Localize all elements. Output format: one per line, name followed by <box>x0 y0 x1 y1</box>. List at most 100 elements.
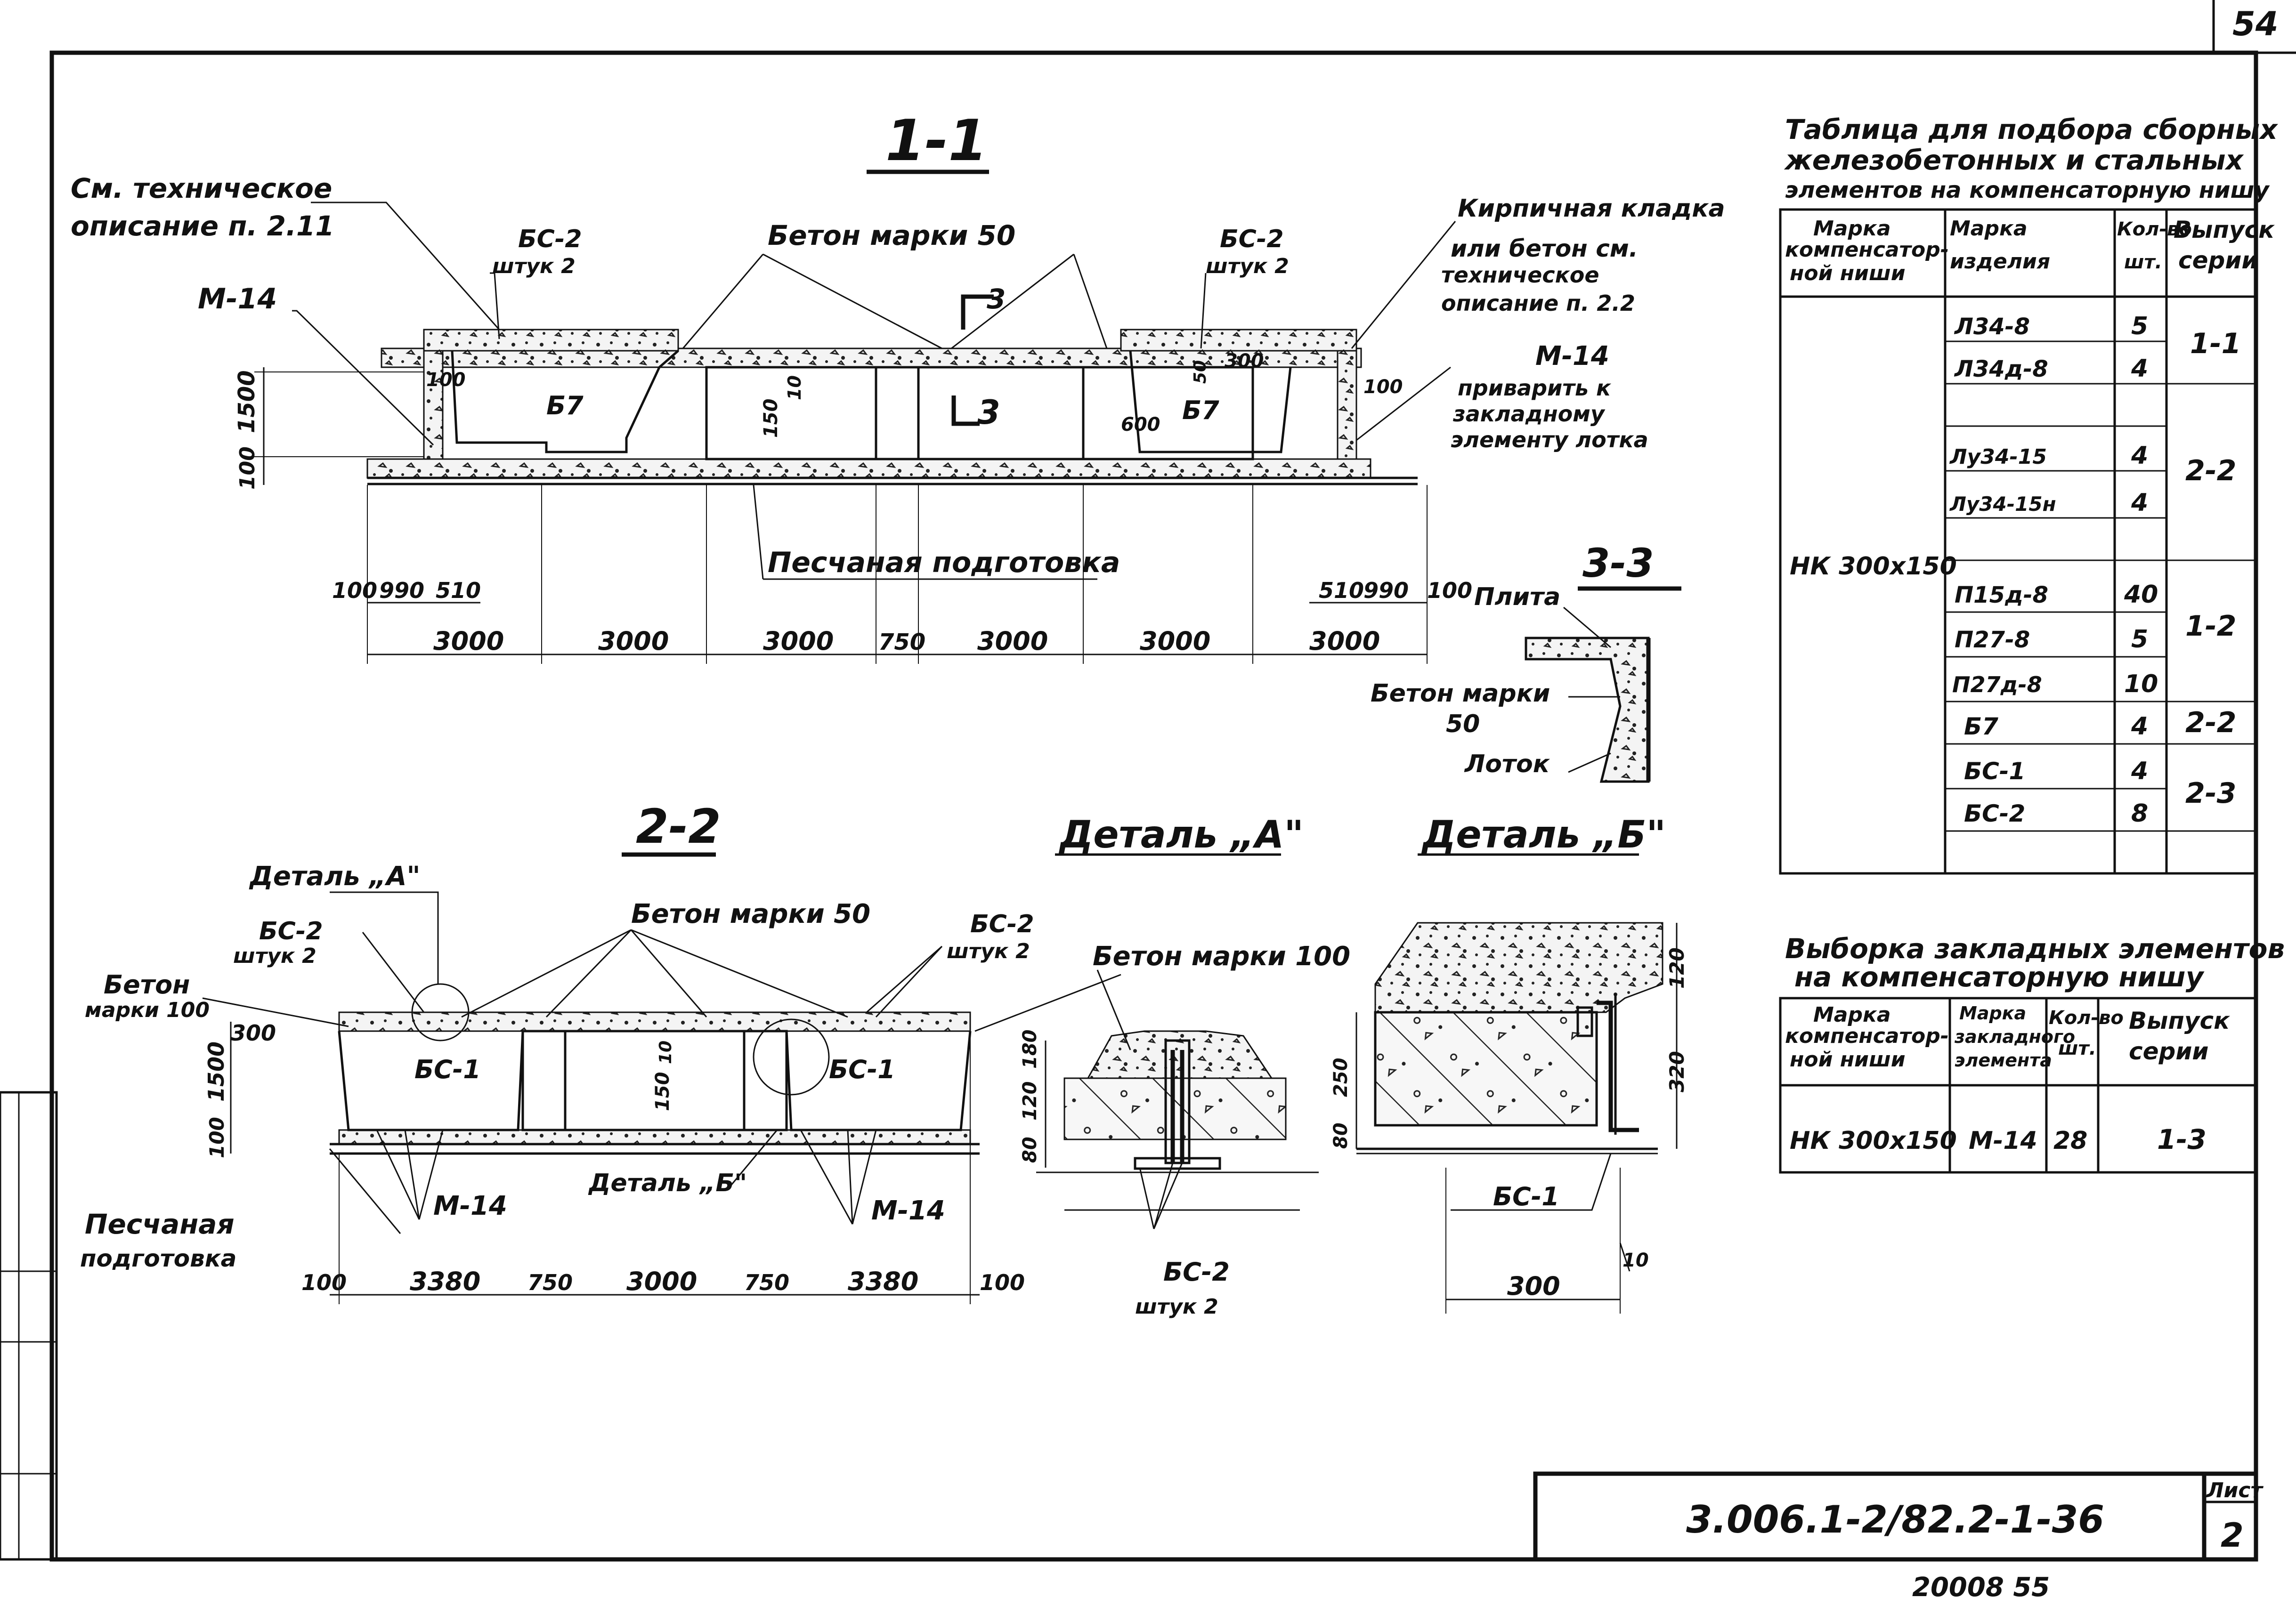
bs1-left-label: БС-1 <box>414 1055 481 1084</box>
cut-mark-top: 3 <box>987 283 1006 315</box>
dim-bottom-1: 100 <box>301 1270 347 1295</box>
tech-note-label: См. техническое <box>71 172 332 204</box>
beton-label: Бетон марки <box>1371 679 1550 708</box>
dim-right-small-3: 100 <box>1427 578 1472 603</box>
dim-bottom-6: 3380 <box>848 1267 918 1296</box>
table1-item-1: Л34д-8 <box>1954 356 2048 382</box>
dim-span-7: 3000 <box>1309 626 1380 656</box>
bs2-qty: штук 2 <box>233 944 316 968</box>
dim-span-2: 3000 <box>598 626 669 656</box>
dim-span-1: 3000 <box>433 626 504 656</box>
table1-item-10: БС-1 <box>1964 758 2025 785</box>
dim-span-3: 3000 <box>763 626 834 656</box>
table2-qty-value: 28 <box>2053 1127 2087 1155</box>
table1-series-2: 1-2 <box>2185 610 2236 643</box>
dim-bottom-5: 750 <box>744 1270 789 1295</box>
table-embedded: Выборка закладных элементов на компенсат… <box>1779 933 2285 1174</box>
dim-left-small-3: 510 <box>436 578 481 603</box>
plate-label: Плита <box>1474 583 1560 611</box>
m14-right-label: М-14 <box>1535 341 1609 371</box>
detA-dim-180: 180 <box>1019 1030 1041 1069</box>
table1-qty-0: 5 <box>2131 312 2148 340</box>
bs2-right-label-2: БС-2 <box>970 910 1034 938</box>
dim-span-5: 3000 <box>977 626 1048 656</box>
beton100-detail-label: Бетон марки 100 <box>1093 941 1350 972</box>
bs2-left-label: БС-2 <box>518 225 582 253</box>
dim-50: 50 <box>1191 360 1210 384</box>
detB-dim-80: 80 <box>1330 1122 1352 1149</box>
dim-10-2: 10 <box>656 1041 675 1064</box>
table1-qty-11: 8 <box>2131 799 2148 828</box>
dim-150: 150 <box>760 399 782 438</box>
brick-label: Кирпичная кладка <box>1458 194 1725 223</box>
detB-dim-300: 300 <box>1507 1271 1560 1301</box>
table1-series-4: 2-3 <box>2185 777 2236 810</box>
m14-left-label-2: М-14 <box>433 1191 507 1221</box>
table1-item-11: БС-2 <box>1964 800 2025 827</box>
beton50-label-2: Бетон марки 50 <box>631 899 870 929</box>
tray-label: Лоток <box>1464 750 1550 778</box>
dim-bottom-7: 100 <box>980 1270 1025 1295</box>
section-3-3-title: 3-3 <box>1582 540 1654 586</box>
table1-qty-4: 4 <box>2131 489 2148 517</box>
table1-series-3: 2-2 <box>2185 706 2236 739</box>
bs2-left-qty: штук 2 <box>492 254 576 278</box>
dim-left-small-2: 990 <box>379 578 424 603</box>
b7-right-label: Б7 <box>1182 395 1219 425</box>
table2-title-1: Выборка закладных элементов <box>1785 933 2285 965</box>
bs2-right-qty-2: штук 2 <box>947 939 1030 963</box>
dim-h1500: 1500 <box>234 370 260 433</box>
sand-label-3: подготовка <box>80 1245 236 1272</box>
dim-h100: 100 <box>235 446 260 490</box>
dim-bottom-3: 750 <box>527 1270 573 1295</box>
tech-note-label-2: описание п. 2.11 <box>71 210 334 242</box>
table1-series-1: 2-2 <box>2185 454 2236 487</box>
table1-title-3: элементов на компенсаторную нишу <box>1785 177 2270 203</box>
table2-niche-value: НК 300х150 <box>1790 1127 1957 1155</box>
table1-item-0: Л34-8 <box>1954 314 2030 340</box>
table1-qty-10: 4 <box>2131 757 2148 785</box>
table1-item-7: П27-8 <box>1955 627 2030 653</box>
weld-label-3: элементу лотка <box>1451 427 1648 452</box>
stamp-sheet-number: 2 <box>2221 1516 2244 1555</box>
bs2-right-label: БС-2 <box>1220 225 1284 253</box>
weld-label-1: приварить к <box>1458 375 1612 401</box>
corner-number: 54 <box>2232 5 2278 43</box>
table1-qty-8: 10 <box>2124 670 2158 698</box>
table1-item-9: Б7 <box>1964 713 1998 740</box>
dim-h300-2: 300 <box>231 1020 276 1046</box>
table1-title-2: железобетонных и стальных <box>1784 144 2244 176</box>
dim-150-2: 150 <box>652 1072 673 1112</box>
sand-label-2: Песчаная <box>85 1208 235 1240</box>
table1-qty-6: 40 <box>2124 581 2158 609</box>
beton100-label-2: марки 100 <box>85 998 210 1022</box>
bs2-detail-qty: штук 2 <box>1135 1295 1218 1319</box>
detail-a-title: Деталь „А" <box>1058 813 1304 856</box>
bs1-detail-label: БС-1 <box>1493 1182 1559 1211</box>
bs2-right-qty: штук 2 <box>1206 254 1289 278</box>
dim-bottom-2: 3380 <box>410 1267 480 1296</box>
detB-dim-10: 10 <box>1623 1250 1649 1271</box>
table-selection: Таблица для подбора сборных железобетонн… <box>1779 113 2278 875</box>
detail-a: Деталь „А" Бетон марки 100 БС-2 штук 2 1… <box>1019 813 1350 1319</box>
table1-series-0: 1-1 <box>2190 327 2241 360</box>
table2-element-value: М-14 <box>1969 1127 2037 1155</box>
cut-mark-bottom: 3 <box>977 393 1000 432</box>
bs2-detail-label: БС-2 <box>1163 1257 1230 1287</box>
sand-label: Песчаная подготовка <box>768 546 1120 579</box>
section-1-1-title: 1-1 <box>885 108 988 174</box>
brick-label-4: описание п. 2.2 <box>1441 291 1635 316</box>
table1-row-lines <box>1945 340 2256 832</box>
bs1-right-label: БС-1 <box>829 1055 895 1084</box>
table1-item-8: П27д-8 <box>1952 672 2042 697</box>
b7-left-label: Б7 <box>546 391 584 420</box>
table1-title-1: Таблица для подбора сборных <box>1785 113 2278 145</box>
m14-left-label: М-14 <box>198 282 277 315</box>
section-3-3: 3-3 Плита Бетон марки 50 Лоток <box>1371 540 1681 783</box>
